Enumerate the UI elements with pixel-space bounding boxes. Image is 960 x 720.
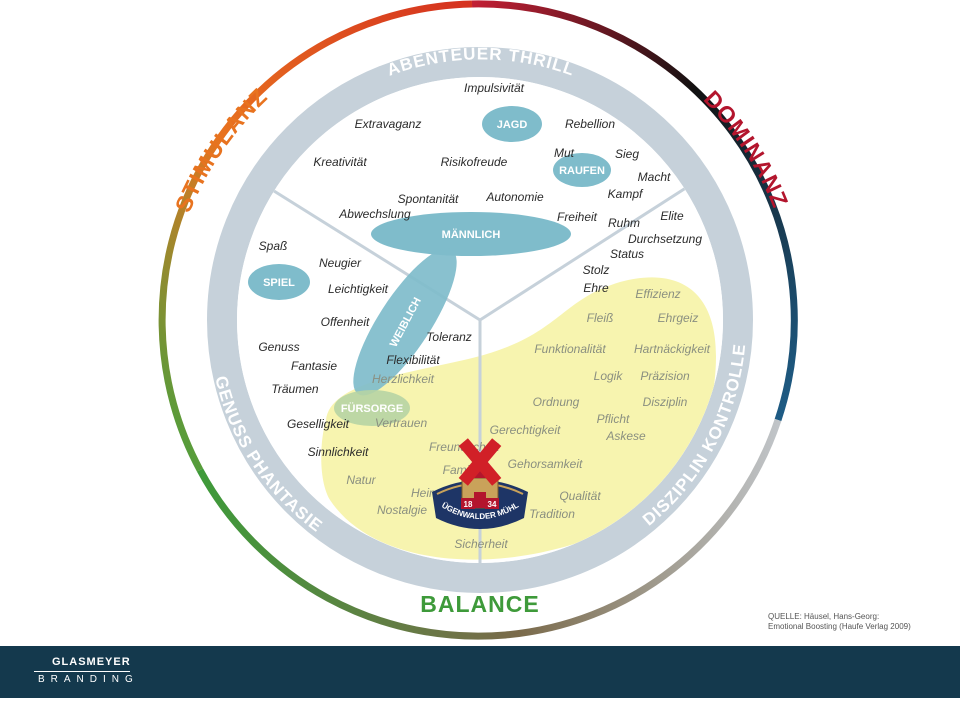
term-stolz: Stolz bbox=[583, 263, 610, 277]
term-qualitaet: Qualität bbox=[559, 489, 601, 503]
bubble-weiblich: WEIBLICH bbox=[353, 248, 457, 396]
term-abwechslung: Abwechslung bbox=[338, 207, 411, 221]
term-askese: Askese bbox=[605, 429, 646, 443]
term-macht: Macht bbox=[638, 170, 671, 184]
term-rebellion: Rebellion bbox=[565, 117, 615, 131]
ring-arc-dominanz bbox=[471, 0, 798, 422]
term-fantasie: Fantasie bbox=[291, 359, 337, 373]
term-effizienz: Effizienz bbox=[635, 287, 680, 301]
term-spass: Spaß bbox=[259, 239, 288, 253]
term-gerechtigkeit: Gerechtigkeit bbox=[490, 423, 561, 437]
term-genuss: Genuss bbox=[258, 340, 299, 354]
bubble-maennlich: MÄNNLICH bbox=[371, 212, 571, 256]
term-autonomie: Autonomie bbox=[485, 190, 544, 204]
footer-logo-divider bbox=[34, 671, 130, 672]
footer-brand-name: GLASMEYER bbox=[52, 656, 131, 668]
term-praezision: Präzision bbox=[640, 369, 690, 383]
term-ehrgeiz: Ehrgeiz bbox=[658, 311, 699, 325]
mill-sails-icon bbox=[458, 438, 502, 486]
term-kreativitaet: Kreativität bbox=[313, 155, 367, 169]
term-pflicht: Pflicht bbox=[597, 412, 630, 426]
term-ehre: Ehre bbox=[583, 281, 609, 295]
term-mut: Mut bbox=[554, 146, 575, 160]
term-spontanitaet: Spontanität bbox=[398, 192, 459, 206]
ring-arc-balance bbox=[196, 418, 782, 640]
bubble-spiel-label: SPIEL bbox=[263, 277, 295, 289]
term-status: Status bbox=[610, 247, 644, 261]
term-ruhm: Ruhm bbox=[608, 216, 640, 230]
source-note: QUELLE: Häusel, Hans-Georg: Emotional Bo… bbox=[768, 612, 948, 632]
term-hartnaeckigkeit: Hartnäckigkeit bbox=[634, 342, 711, 356]
term-neugier: Neugier bbox=[319, 256, 362, 270]
term-traeumen: Träumen bbox=[271, 382, 318, 396]
logo-year-left: 18 bbox=[464, 500, 473, 509]
term-natur: Natur bbox=[346, 473, 376, 487]
term-fleiss: Fleiß bbox=[587, 311, 614, 325]
term-funktionalitaet: Funktionalität bbox=[534, 342, 606, 356]
term-offenheit: Offenheit bbox=[321, 315, 370, 329]
divider-right bbox=[479, 182, 693, 322]
balance-zone bbox=[321, 277, 716, 560]
term-sinnlichkeit: Sinnlichkeit bbox=[308, 445, 369, 459]
term-durchsetzung: Durchsetzung bbox=[628, 232, 702, 246]
bubble-maennlich-label: MÄNNLICH bbox=[442, 228, 501, 241]
term-leichtigkeit: Leichtigkeit bbox=[328, 282, 389, 296]
term-list: Impulsivität Extravaganz Rebellion Kreat… bbox=[258, 81, 710, 551]
term-herzlichkeit: Herzlichkeit bbox=[372, 372, 435, 386]
footer-bar: GLASMEYER BRANDING bbox=[0, 646, 960, 698]
term-tradition: Tradition bbox=[529, 507, 575, 521]
bubble-spiel: SPIEL bbox=[248, 264, 310, 300]
term-sieg: Sieg bbox=[615, 147, 639, 161]
term-freiheit: Freiheit bbox=[557, 210, 598, 224]
bubble-jagd-label: JAGD bbox=[497, 119, 528, 131]
term-impulsivitaet: Impulsivität bbox=[464, 81, 525, 95]
term-extravaganz: Extravaganz bbox=[355, 117, 422, 131]
term-logik: Logik bbox=[594, 369, 624, 383]
bubble-jagd: JAGD bbox=[482, 106, 542, 142]
term-nostalgie: Nostalgie bbox=[377, 503, 427, 517]
term-vertrauen: Vertrauen bbox=[375, 416, 428, 430]
outer-color-ring bbox=[158, 0, 798, 640]
term-disziplin: Disziplin bbox=[643, 395, 688, 409]
sector-label-balance: BALANCE bbox=[420, 591, 539, 617]
term-geselligkeit: Geselligkeit bbox=[287, 417, 350, 431]
bubble-raufen-label: RAUFEN bbox=[559, 165, 605, 177]
source-line-2: Emotional Boosting (Haufe Verlag 2009) bbox=[768, 622, 911, 631]
logo-year-right: 34 bbox=[488, 500, 497, 509]
term-kampf: Kampf bbox=[608, 187, 644, 201]
term-risikofreude: Risikofreude bbox=[441, 155, 508, 169]
bubble-fuersorge: FÜRSORGE bbox=[334, 390, 410, 426]
ring-arc-stimulanz bbox=[158, 0, 473, 472]
footer-brand-sub: BRANDING bbox=[38, 674, 139, 685]
term-gehorsamkeit: Gehorsamkeit bbox=[508, 457, 583, 471]
category-ring bbox=[207, 47, 753, 593]
term-flexibilitaet: Flexibilität bbox=[386, 353, 440, 367]
bubble-raufen: RAUFEN bbox=[553, 153, 611, 187]
term-elite: Elite bbox=[660, 209, 684, 223]
source-line-1: QUELLE: Häusel, Hans-Georg: bbox=[768, 612, 880, 621]
term-toleranz: Toleranz bbox=[426, 330, 472, 344]
footer-accent-strip bbox=[34, 692, 146, 697]
term-ordnung: Ordnung bbox=[533, 395, 580, 409]
bubble-fuersorge-label: FÜRSORGE bbox=[341, 402, 403, 415]
term-sicherheit: Sicherheit bbox=[454, 537, 508, 551]
